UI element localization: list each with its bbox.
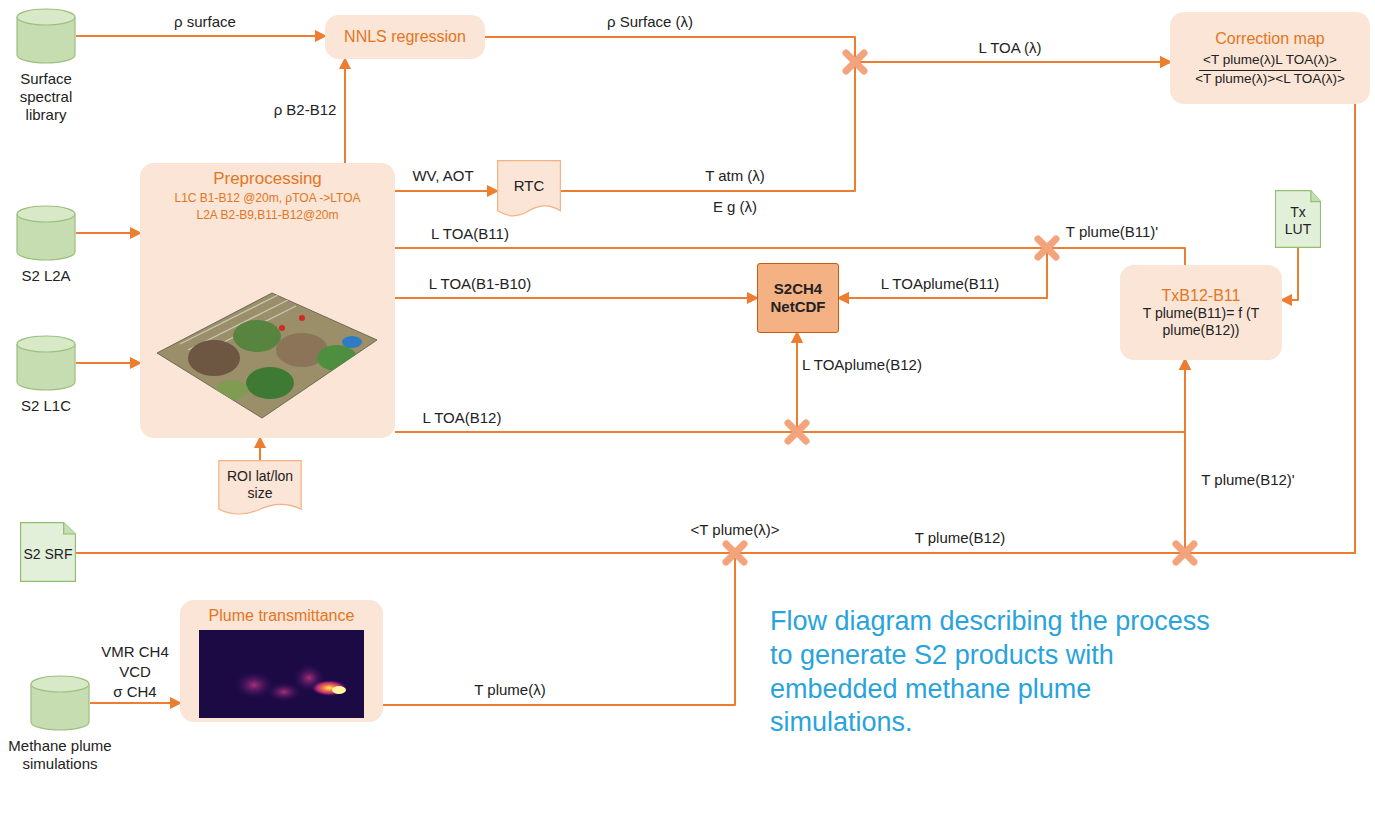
signal-label: L TOAplume(B12) bbox=[799, 356, 925, 374]
multiply-symbol bbox=[788, 423, 806, 441]
cylinder-outline bbox=[16, 205, 76, 261]
cylinder-outline bbox=[16, 8, 76, 64]
edge-label: ρ B2-B12 bbox=[271, 101, 340, 119]
flow-arrow bbox=[90, 702, 180, 704]
node-title: S2 SRF bbox=[23, 546, 72, 563]
edge-label: WV, AOT bbox=[409, 167, 476, 185]
signal-label: L TOA (λ) bbox=[975, 39, 1044, 57]
node-text: <T plume(λ)><L TOA(λ)> bbox=[1195, 71, 1345, 87]
flow-arrow bbox=[76, 360, 1185, 553]
node-title: S2CH4 NetCDF bbox=[764, 280, 832, 316]
edge-label: L TOA(B12) bbox=[420, 409, 505, 427]
multiply-symbol bbox=[1176, 544, 1194, 562]
document-shape: RTC bbox=[497, 160, 561, 222]
node-title: Tx LUT bbox=[1277, 204, 1319, 238]
edge-label: T plume(B11)' bbox=[1063, 223, 1161, 241]
node-title: S2 L2A bbox=[21, 267, 70, 285]
database-cylinder: Surface spectral library bbox=[0, 8, 92, 124]
plume-image bbox=[199, 630, 364, 718]
flow-arrow bbox=[395, 333, 797, 432]
flow-arrow bbox=[259, 438, 261, 460]
process-box: TxB12-B11T plume(B11)= f (T plume(B12)) bbox=[1120, 265, 1282, 360]
edge-label: T plume(B12)' bbox=[1198, 471, 1297, 489]
signal-label: <T plume(λ)> bbox=[688, 521, 783, 539]
edge-label: VCD bbox=[116, 663, 154, 681]
edge-label: T plume(λ) bbox=[471, 681, 548, 699]
signal-label: E g (λ) bbox=[710, 198, 760, 216]
figure-caption: Flow diagram describing the process to g… bbox=[770, 605, 1210, 740]
database-cylinder: S2 L1C bbox=[0, 335, 92, 415]
flow-arrow bbox=[561, 62, 1170, 191]
multiply-symbol bbox=[1038, 239, 1056, 257]
node-title: RTC bbox=[514, 177, 545, 195]
signal-label: σ CH4 bbox=[110, 683, 159, 701]
flow-arrow bbox=[1282, 248, 1298, 300]
cylinder-outline bbox=[16, 335, 76, 391]
edge-label: L TOA(B1-B10) bbox=[426, 275, 534, 293]
node-text: T plume(B11)= f (T plume(B12)) bbox=[1126, 305, 1276, 339]
node-text: L1C B1-B12 @20m, ρTOA ->LTOA bbox=[174, 191, 360, 205]
output-box: S2CH4 NetCDF bbox=[757, 263, 839, 333]
edge-label: L TOA(B11) bbox=[428, 225, 512, 243]
flow-arrow bbox=[797, 104, 1355, 553]
process-box: Correction map <T plume(λ)L TOA(λ)><T plu… bbox=[1170, 12, 1370, 104]
signal-label: T plume(B12) bbox=[912, 529, 1009, 547]
map-illustration bbox=[152, 258, 382, 423]
flow-arrow bbox=[344, 59, 346, 163]
node-text: L2A B2-B9,B11-B12@20m bbox=[196, 208, 338, 222]
edge-label: T atm (λ) bbox=[702, 167, 768, 185]
node-title: Correction map bbox=[1215, 29, 1324, 48]
node-title: ROI lat/lon size bbox=[222, 468, 298, 502]
note-shape: Tx LUT bbox=[1275, 190, 1321, 248]
node-title: Plume transmittance bbox=[209, 606, 355, 625]
node-title: Preprocessing bbox=[213, 169, 322, 189]
database-cylinder: Methane plume simulations bbox=[0, 675, 120, 773]
flow-arrow bbox=[76, 232, 140, 234]
edge-label: ρ Surface (λ) bbox=[604, 13, 696, 31]
node-text: <T plume(λ)L TOA(λ)> bbox=[1199, 52, 1341, 71]
node-title: TxB12-B11 bbox=[1162, 286, 1241, 305]
process-box: NNLS regression bbox=[325, 15, 485, 59]
note-shape: S2 SRF bbox=[20, 522, 76, 582]
flow-arrow bbox=[76, 362, 140, 364]
flow-arrow bbox=[395, 190, 497, 192]
node-title: Surface spectral library bbox=[0, 70, 92, 124]
node-title: NNLS regression bbox=[344, 27, 466, 46]
flow-arrow bbox=[76, 35, 325, 37]
process-box: Plume transmittance bbox=[180, 600, 383, 722]
edge-label: ρ surface bbox=[171, 13, 239, 31]
process-box: PreprocessingL1C B1-B12 @20m, ρTOA ->LTO… bbox=[140, 163, 395, 438]
flow-arrow bbox=[485, 37, 1170, 62]
multiply-symbol bbox=[846, 53, 864, 71]
multiply-symbol bbox=[726, 544, 744, 562]
database-cylinder: S2 L2A bbox=[0, 205, 92, 285]
node-title: Methane plume simulations bbox=[0, 737, 120, 773]
signal-label: L TOAplume(B11) bbox=[878, 275, 1003, 293]
flow-arrow bbox=[395, 297, 757, 299]
signal-label: VMR CH4 bbox=[98, 643, 172, 661]
document-shape: ROI lat/lon size bbox=[218, 460, 302, 520]
node-title: S2 L1C bbox=[21, 397, 71, 415]
flow-arrow bbox=[395, 248, 1047, 298]
cylinder-outline bbox=[30, 675, 90, 731]
